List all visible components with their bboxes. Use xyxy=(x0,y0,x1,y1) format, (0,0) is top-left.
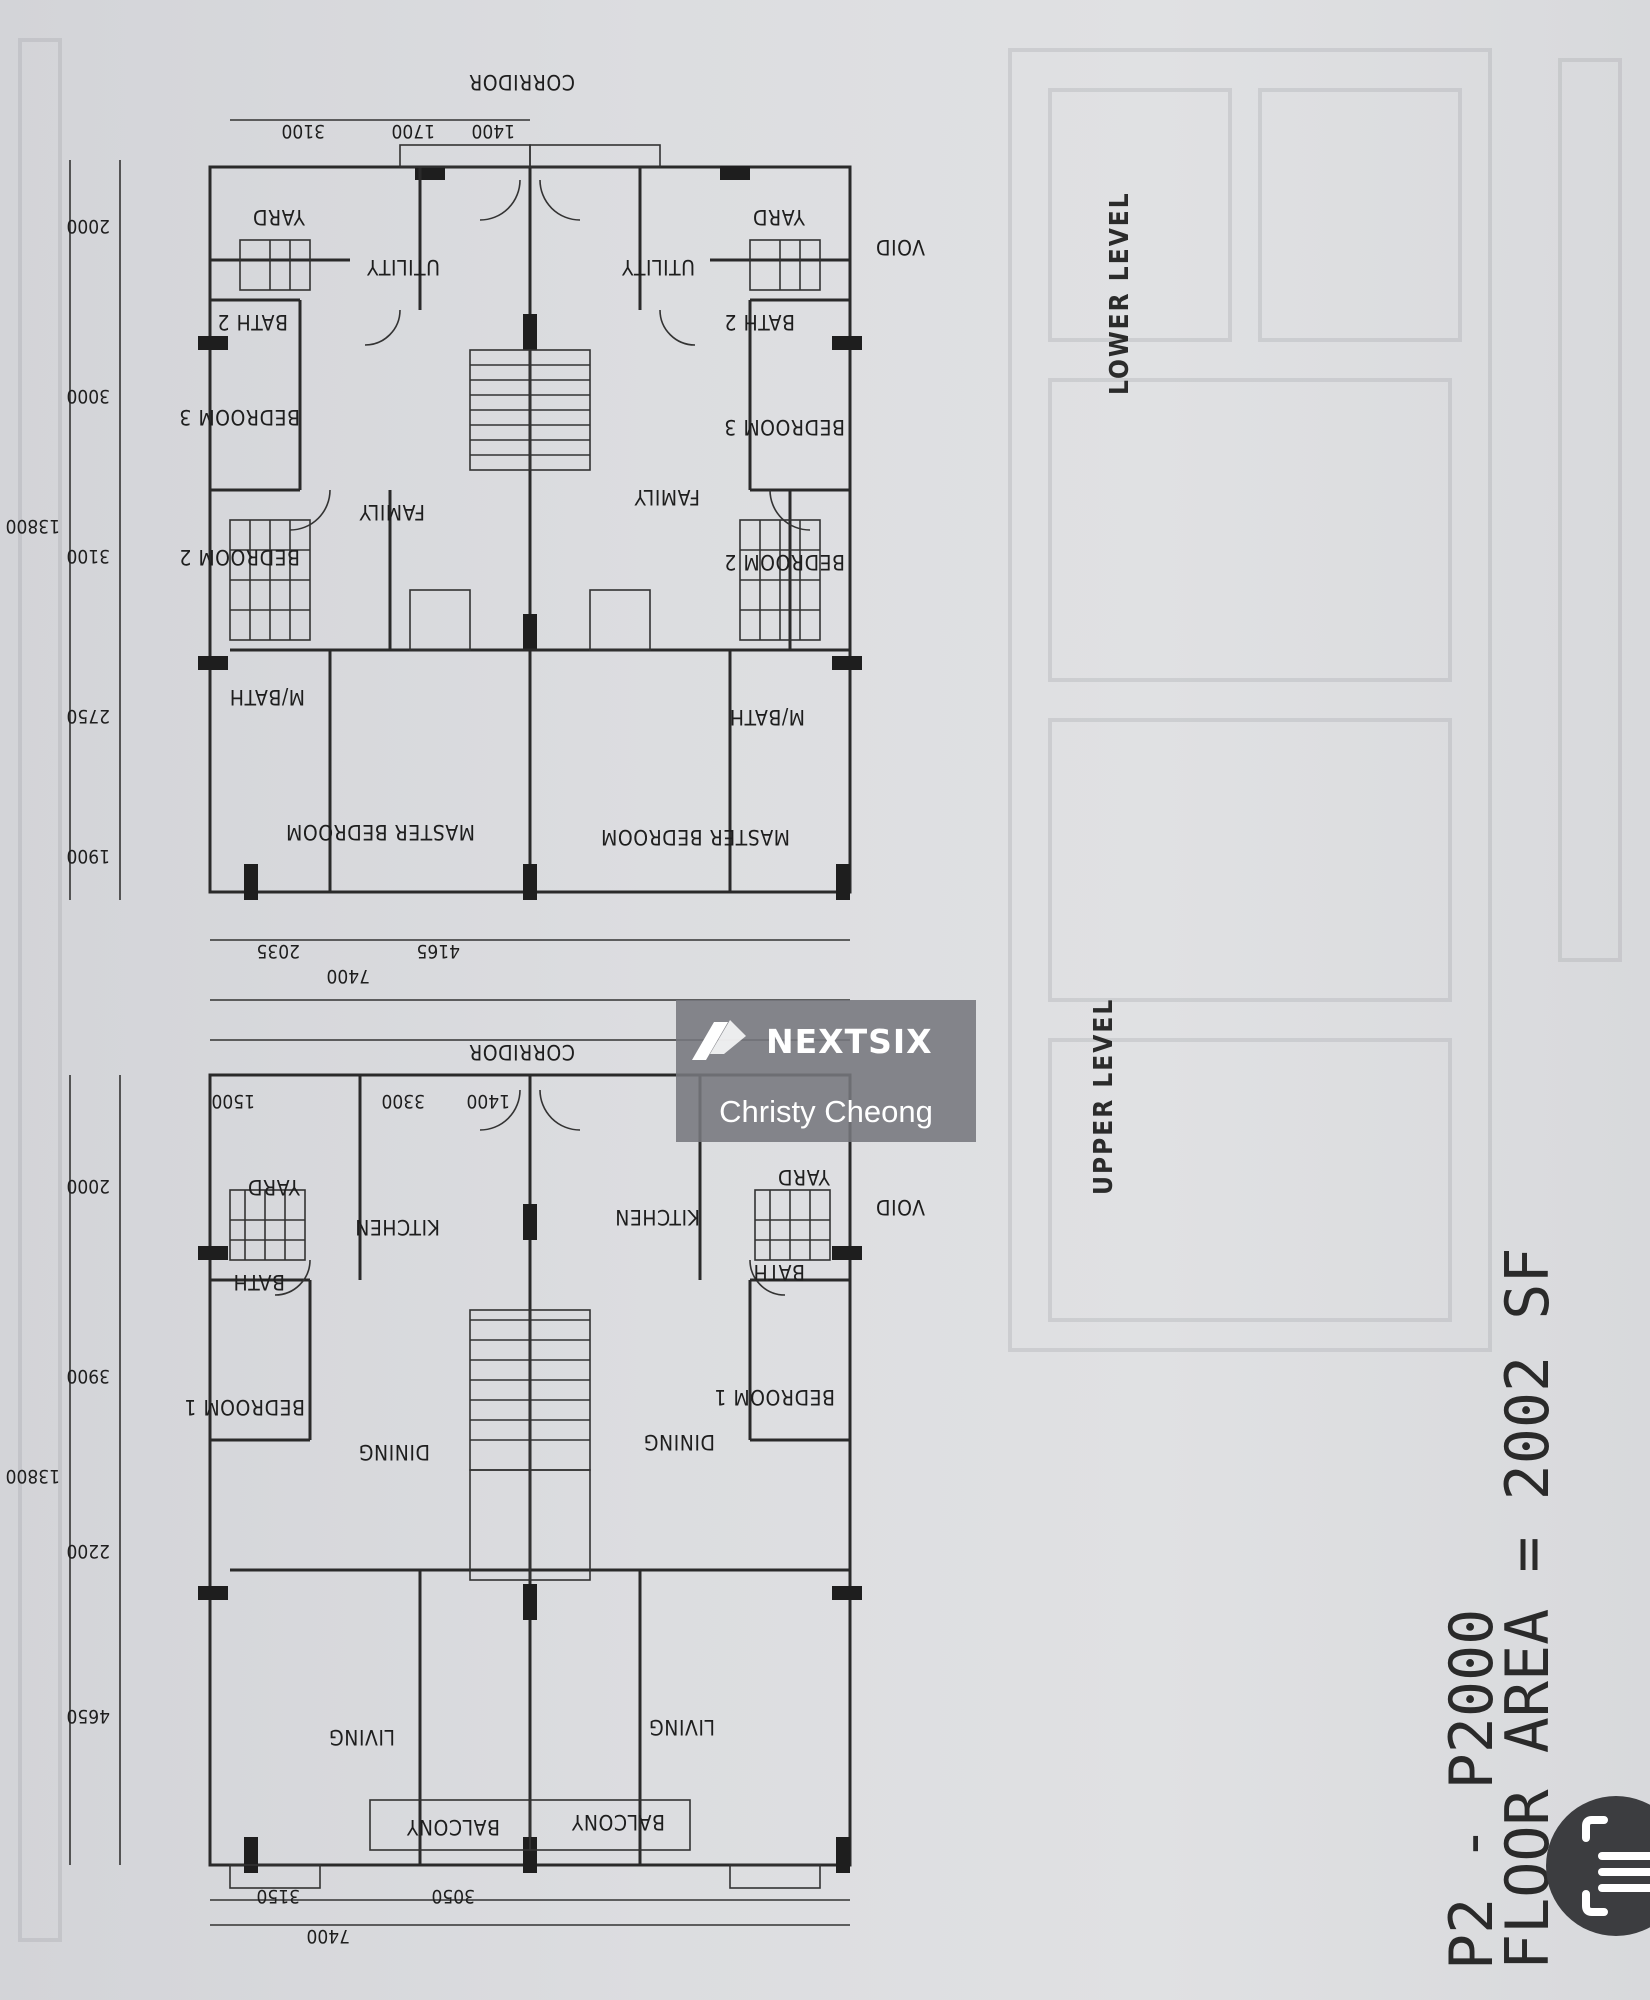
dim-upper-top-3: 1400 xyxy=(467,1090,511,1112)
dim-upper-side-2: 3900 xyxy=(67,1365,111,1387)
dim-lower-side-2: 3000 xyxy=(67,385,111,407)
upper-staircase xyxy=(469,1309,591,1581)
dim-lower-side-5: 1900 xyxy=(67,845,111,867)
dim-upper-top-1: 1500 xyxy=(212,1090,256,1112)
lower-doors xyxy=(289,179,811,531)
label-dining-upper-b: DINING xyxy=(643,1430,715,1454)
watermark-agent-name: Christy Cheong xyxy=(719,1094,933,1129)
dim-upper-side-1: 2000 xyxy=(67,1175,111,1197)
upper-bath-tiles xyxy=(229,1189,831,1261)
label-balcony-upper-b: BALCONY xyxy=(571,1810,665,1834)
label-bath-upper-b: BATH xyxy=(753,1260,805,1284)
label-dining-upper-a: DINING xyxy=(358,1440,430,1464)
nextsix-logo-icon xyxy=(692,1020,746,1060)
label-bedroom1-upper-a: BEDROOM 1 xyxy=(184,1395,305,1419)
title-code: P2 - P2000 xyxy=(1437,1609,1507,1970)
label-master-bedroom-b: MASTER BEDROOM xyxy=(601,825,790,849)
lower-balcony-sill xyxy=(399,144,531,168)
label-void-lower: VOID xyxy=(875,235,925,259)
lower-bath-tiles xyxy=(229,239,821,641)
label-living-upper-b: LIVING xyxy=(649,1715,715,1739)
dim-lower-side-1: 2000 xyxy=(67,215,111,237)
dim-upper-side-3: 2200 xyxy=(67,1540,111,1562)
label-bath2-lower-a: BATH 2 xyxy=(217,310,288,334)
label-yard-upper-a: YARD xyxy=(247,1175,301,1199)
label-void-upper: VOID xyxy=(875,1195,925,1219)
dim-upper-side-total: 13800 xyxy=(6,1465,60,1487)
dim-upper-bottom-1: 3150 xyxy=(257,1885,301,1907)
watermark: NEXTSIX Christy Cheong xyxy=(676,1000,976,1142)
dim-lower-bottom-1: 2035 xyxy=(257,940,301,962)
label-balcony-upper-a: BALCONY xyxy=(406,1815,500,1839)
dim-upper-bottom-2: 3050 xyxy=(432,1885,476,1907)
upper-level-labels: CORRIDOR YARD YARD KITCHEN KITCHEN BATH … xyxy=(6,998,1119,1947)
label-bedroom2-lower-a: BEDROOM 2 xyxy=(179,545,300,569)
label-family-lower-a: FAMILY xyxy=(359,500,425,524)
label-upper-level: UPPER LEVEL xyxy=(1089,998,1119,1195)
label-kitchen-upper-b: KITCHEN xyxy=(615,1205,700,1229)
upper-doors xyxy=(274,1089,786,1296)
label-yard-lower-a: YARD xyxy=(252,205,306,229)
dim-upper-top-2: 3300 xyxy=(382,1090,426,1112)
upper-balcony-right xyxy=(529,1799,691,1851)
label-bedroom3-lower-b: BEDROOM 3 xyxy=(724,415,845,439)
dim-lower-top-1: 3100 xyxy=(282,120,326,142)
label-kitchen-upper-a: KITCHEN xyxy=(355,1215,440,1239)
dim-lower-top-3: 1400 xyxy=(472,120,516,142)
label-master-bedroom-a: MASTER BEDROOM xyxy=(286,820,475,844)
dim-lower-bottom-total: 7400 xyxy=(327,965,371,987)
scan-button[interactable] xyxy=(1546,1796,1650,1936)
label-bedroom2-lower-b: BEDROOM 2 xyxy=(724,550,845,574)
label-bedroom1-upper-b: BEDROOM 1 xyxy=(714,1385,835,1409)
label-yard-lower-b: YARD xyxy=(752,205,806,229)
dim-upper-bottom-total: 7400 xyxy=(307,1925,351,1947)
label-corridor-upper: CORRIDOR xyxy=(469,1040,575,1064)
dim-upper-side-4: 4650 xyxy=(67,1705,111,1727)
dim-lower-side-total: 13800 xyxy=(6,515,60,537)
label-corridor-lower: CORRIDOR xyxy=(469,70,575,94)
title-block: P2 - P2000 FLOOR AREA = 2002 SF xyxy=(1437,1248,1563,1970)
dim-lower-side-4: 2750 xyxy=(67,705,111,727)
label-family-lower-b: FAMILY xyxy=(634,485,700,509)
label-mbath-lower-b: M/BATH xyxy=(729,705,805,729)
dim-lower-top-2: 1700 xyxy=(392,120,436,142)
label-lower-level: LOWER LEVEL xyxy=(1105,191,1135,395)
label-utility-lower-b: UTILITY xyxy=(621,255,695,279)
label-living-upper-a: LIVING xyxy=(329,1725,395,1749)
lower-level-plan xyxy=(69,119,862,1001)
label-yard-upper-b: YARD xyxy=(777,1165,831,1189)
label-utility-lower-a: UTILITY xyxy=(366,255,440,279)
label-mbath-lower-a: M/BATH xyxy=(229,685,305,709)
lower-level-labels: CORRIDOR YARD YARD UTILITY UTILITY BATH … xyxy=(6,70,1135,987)
label-bath2-lower-b: BATH 2 xyxy=(724,310,795,334)
dim-lower-side-3: 3100 xyxy=(67,545,111,567)
scan-document-icon xyxy=(1582,1816,1650,1916)
upper-dims xyxy=(69,1039,850,1926)
dim-lower-bottom-2: 4165 xyxy=(417,940,461,962)
lower-staircase xyxy=(409,349,651,651)
upper-level-plan xyxy=(69,1039,862,1926)
watermark-brand: NEXTSIX xyxy=(766,1022,933,1061)
label-bedroom3-lower-a: BEDROOM 3 xyxy=(179,405,300,429)
label-bath-upper-a: BATH xyxy=(233,1270,285,1294)
